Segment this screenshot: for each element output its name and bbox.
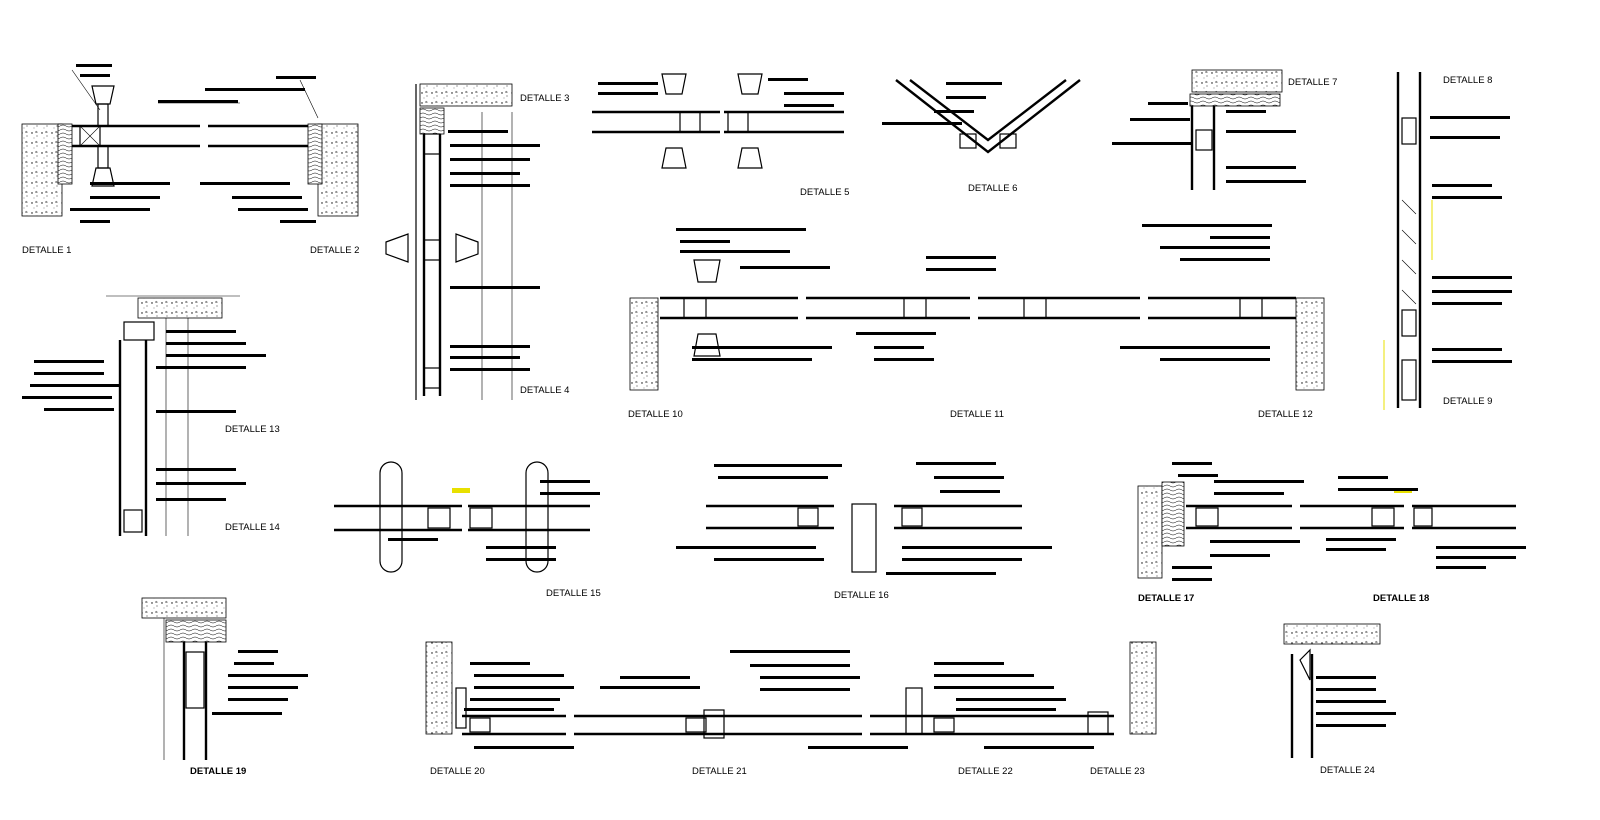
detail-label-4: DETALLE 4 [520, 385, 569, 396]
detail-19-drawing [141, 597, 308, 760]
detail-label-16: DETALLE 16 [834, 590, 889, 601]
detail-label-21: DETALLE 21 [692, 766, 747, 777]
detail-6-drawing [882, 79, 1081, 154]
detail-16-drawing [676, 462, 1052, 575]
detail-20-23-drawing [425, 641, 1157, 749]
detail-label-14: DETALLE 14 [225, 522, 280, 533]
detail-label-15: DETALLE 15 [546, 588, 601, 599]
detail-label-20: DETALLE 20 [430, 766, 485, 777]
detail-label-23: DETALLE 23 [1090, 766, 1145, 777]
detail-labels: DETALLE 1 DETALLE 2 DETALLE 3 DETALLE 4 DETA… [22, 75, 1492, 777]
detail-label-22: DETALLE 22 [958, 766, 1013, 777]
detail-7-drawing [1112, 69, 1306, 190]
detail-5-drawing [592, 73, 844, 169]
detail-label-19: DETALLE 19 [190, 766, 246, 777]
detail-10-11-12-drawing [629, 224, 1325, 391]
detail-label-13: DETALLE 13 [225, 424, 280, 435]
detail-label-2: DETALLE 2 [310, 245, 359, 256]
detail-label-3: DETALLE 3 [520, 93, 569, 104]
detail-label-1: DETALLE 1 [22, 245, 71, 256]
detail-label-10: DETALLE 10 [628, 409, 683, 420]
detail-label-6: DETALLE 6 [968, 183, 1017, 194]
detail-13-14-drawing [22, 295, 266, 536]
detail-3-4-drawing [385, 83, 540, 400]
detail-17-18-drawing [1137, 462, 1526, 581]
detail-label-11: DETALLE 11 [950, 409, 1004, 420]
detail-label-17: DETALLE 17 [1138, 593, 1194, 604]
detail-label-8: DETALLE 8 [1443, 75, 1492, 86]
detail-label-12: DETALLE 12 [1258, 409, 1313, 420]
detail-label-7: DETALLE 7 [1288, 77, 1337, 88]
detail-24-drawing [1283, 623, 1396, 758]
detail-label-9: DETALLE 9 [1443, 396, 1492, 407]
detail-1-2-drawing [21, 64, 359, 223]
detail-label-5: DETALLE 5 [800, 187, 849, 198]
detail-label-24: DETALLE 24 [1320, 765, 1375, 776]
detail-8-9-drawing [1383, 72, 1512, 410]
detail-label-18: DETALLE 18 [1373, 593, 1429, 604]
detail-15-drawing [334, 461, 600, 573]
